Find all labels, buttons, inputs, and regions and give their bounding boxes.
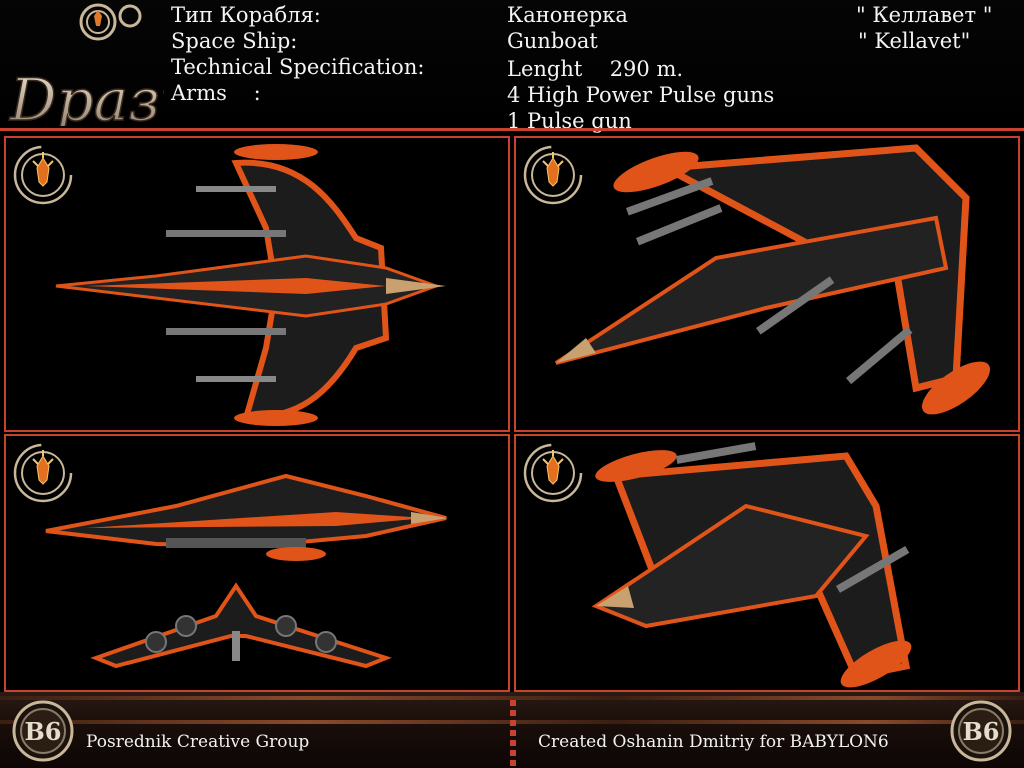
value-type-ru: Канонерка (507, 3, 628, 27)
panel-top-view (4, 136, 510, 432)
spec-labels: Тип Корабля: Space Ship: Technical Speci… (171, 2, 424, 106)
ship-side-front-image (45, 473, 448, 669)
drazi-emblem-icon (523, 443, 583, 503)
label-arms: Arms : (171, 81, 261, 105)
b6-badge-text: B6 (25, 717, 62, 746)
logo-text: Dрази (9, 66, 164, 126)
spec-values: Канонерка Gunboat Lenght 290 m. 4 High P… (507, 2, 774, 134)
footer-credit-right: Created Oshanin Dmitriy for BABYLON6 (538, 732, 889, 752)
length-line: Lenght 290 m. (507, 56, 774, 82)
label-type-ru: Тип Корабля: (171, 3, 321, 27)
header-divider (0, 128, 1024, 131)
drazi-emblem-icon (13, 145, 73, 205)
drazi-emblem-icon (523, 145, 583, 205)
b6-badge-text: B6 (963, 717, 1000, 746)
b6-badge-left: B6 (12, 700, 74, 762)
ship-perspective-front-image (554, 144, 991, 415)
length-value: 290 m. (609, 57, 684, 81)
ship-name-en: " Kellavet" (858, 29, 971, 53)
panel-perspective-rear (514, 434, 1020, 692)
length-label: Lenght (507, 57, 583, 81)
value-type-en: Gunboat (507, 29, 598, 53)
ship-name: " Келлавет " " Kellavet" (856, 2, 992, 54)
ship-top-view-image (55, 144, 446, 426)
drazi-emblem-icon (13, 443, 73, 503)
drazi-logo: Dрази (8, 3, 164, 126)
panel-side-front-view (4, 434, 510, 692)
ship-perspective-rear-image (591, 442, 912, 688)
b6-badge-right: B6 (950, 700, 1012, 762)
ship-name-ru: " Келлавет " (856, 3, 993, 27)
panel-perspective-front (514, 136, 1020, 432)
arms-1: 4 High Power Pulse guns (507, 83, 775, 107)
footer-credit-left: Posrednik Creative Group (86, 732, 310, 752)
footer-stripe-top (0, 696, 1024, 700)
footer-center-divider (510, 700, 516, 768)
header: Dрази Тип Корабля: Space Ship: Technical… (0, 0, 1024, 133)
label-space-ship: Space Ship: (171, 29, 298, 53)
label-tech-spec: Technical Specification: (171, 55, 425, 79)
